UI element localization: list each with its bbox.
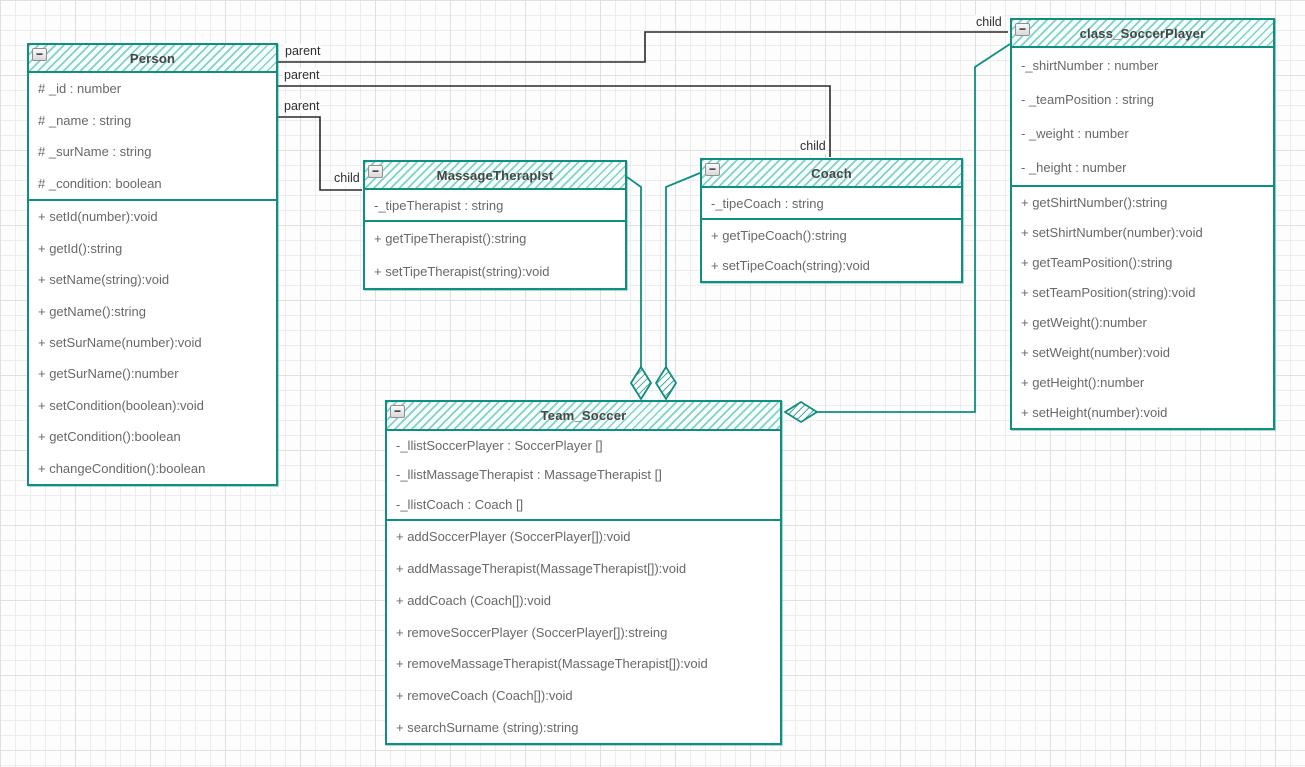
class-massagetherapist[interactable]: − MassageTherapIst -_tipeTherapist : str… <box>363 160 627 290</box>
attribute[interactable]: # _condition: boolean <box>38 175 162 191</box>
attribute[interactable]: - _weight : number <box>1021 126 1129 142</box>
aggregation-diamond-soccerplayer <box>783 400 819 424</box>
attribute[interactable]: -_tipeTherapist : string <box>374 197 504 213</box>
method[interactable]: + setWeight(number):void <box>1021 345 1170 361</box>
attribute[interactable]: # _name : string <box>38 112 132 128</box>
attributes-section: -_tipeCoach : string <box>702 188 961 218</box>
methods-section: + getShirtNumber():string + setShirtNumb… <box>1012 185 1273 428</box>
method[interactable]: + setTipeCoach(string):void <box>711 258 870 274</box>
method[interactable]: + getTipeTherapist():string <box>374 231 527 246</box>
method[interactable]: + setHeight(number):void <box>1021 405 1168 421</box>
method[interactable]: + getSurName():number <box>38 366 179 382</box>
method[interactable]: + getName():string <box>38 303 147 319</box>
method[interactable]: + setCondition(boolean):void <box>38 397 204 413</box>
attribute[interactable]: - _teamPosition : string <box>1021 91 1154 107</box>
attributes-section: -_shirtNumber : number - _teamPosition :… <box>1012 48 1273 185</box>
attribute[interactable]: -_llistCoach : Coach [] <box>396 496 524 512</box>
attribute[interactable]: -_shirtNumber : number <box>1021 57 1159 73</box>
collapse-icon[interactable]: − <box>32 48 47 61</box>
method[interactable]: + changeCondition():boolean <box>38 460 206 476</box>
method[interactable]: + searchSurname (string):string <box>396 719 579 735</box>
methods-section: + addSoccerPlayer (SoccerPlayer[]):void … <box>387 519 780 743</box>
attribute[interactable]: - _height : number <box>1021 160 1127 176</box>
attributes-section: -_llistSoccerPlayer : SoccerPlayer [] -_… <box>387 431 780 519</box>
method[interactable]: + setTipeTherapist(string):void <box>374 264 550 279</box>
aggregation-diamond-massagetherapist <box>629 365 653 401</box>
class-coach[interactable]: − Coach -_tipeCoach : string + getTipeCo… <box>700 158 963 283</box>
attributes-section: # _id : number # _name : string # _surNa… <box>29 73 276 199</box>
edge-label-child-massagetherapist: child <box>333 171 361 186</box>
class-title: Person <box>129 50 176 66</box>
class-person[interactable]: − Person # _id : number # _name : string… <box>27 43 278 486</box>
attribute[interactable]: -_llistMassageTherapist : MassageTherapi… <box>396 467 662 483</box>
attributes-section: -_tipeTherapist : string <box>365 190 625 220</box>
class-person-header[interactable]: − Person <box>29 45 276 73</box>
attribute[interactable]: # _surName : string <box>38 144 152 160</box>
class-title: MassageTherapIst <box>436 167 554 183</box>
methods-section: + getTipeCoach():string + setTipeCoach(s… <box>702 218 961 281</box>
edge-team-massagetherapist[interactable] <box>626 176 642 367</box>
attribute[interactable]: -_llistSoccerPlayer : SoccerPlayer [] <box>396 438 603 454</box>
method[interactable]: + addCoach (Coach[]):void <box>396 592 552 608</box>
method[interactable]: + getId():string <box>38 240 123 256</box>
edge-label-parent-massagetherapist: parent <box>283 99 321 114</box>
collapse-icon[interactable]: − <box>1015 23 1030 36</box>
method[interactable]: + getCondition():boolean <box>38 429 181 445</box>
edge-label-child-soccerplayer: child <box>975 15 1003 30</box>
edge-label-parent-coach: parent <box>283 68 321 83</box>
method[interactable]: + removeSoccerPlayer (SoccerPlayer[]):st… <box>396 624 668 640</box>
edge-label-parent-soccerplayer: parent <box>284 44 322 59</box>
collapse-icon[interactable]: − <box>368 165 383 178</box>
collapse-icon[interactable]: − <box>390 405 405 418</box>
method[interactable]: + setSurName(number):void <box>38 334 202 350</box>
aggregation-diamond-coach <box>654 365 678 401</box>
class-title: class_SoccerPlayer <box>1079 25 1206 41</box>
class-teamsoccer-header[interactable]: − Team_Soccer <box>387 402 780 431</box>
class-massagetherapist-header[interactable]: − MassageTherapIst <box>365 162 625 190</box>
methods-section: + getTipeTherapist():string + setTipeThe… <box>365 220 625 288</box>
method[interactable]: + setShirtNumber(number):void <box>1021 224 1203 240</box>
class-title: Team_Soccer <box>540 408 627 423</box>
method[interactable]: + getTeamPosition():string <box>1021 254 1173 270</box>
method[interactable]: + setId(number):void <box>38 209 158 225</box>
attribute[interactable]: # _id : number <box>38 81 122 97</box>
class-soccerplayer[interactable]: − class_SoccerPlayer -_shirtNumber : num… <box>1010 18 1275 430</box>
method[interactable]: + getWeight():number <box>1021 315 1147 331</box>
class-title: Coach <box>811 165 852 181</box>
method[interactable]: + setName(string):void <box>38 272 170 288</box>
collapse-icon[interactable]: − <box>705 163 720 176</box>
method[interactable]: + getShirtNumber():string <box>1021 194 1168 210</box>
class-coach-header[interactable]: − Coach <box>702 160 961 188</box>
edge-person-coach[interactable] <box>278 85 831 157</box>
method[interactable]: + getTipeCoach():string <box>711 227 847 243</box>
method[interactable]: + setTeamPosition(string):void <box>1021 284 1196 300</box>
edge-label-child-coach: child <box>799 139 827 154</box>
edge-person-soccerplayer[interactable] <box>278 31 1008 63</box>
method[interactable]: + addSoccerPlayer (SoccerPlayer[]):void <box>396 529 631 545</box>
edge-team-coach[interactable] <box>665 172 701 367</box>
method[interactable]: + removeMassageTherapist(MassageTherapis… <box>396 656 708 672</box>
class-soccerplayer-header[interactable]: − class_SoccerPlayer <box>1012 20 1273 48</box>
attribute[interactable]: -_tipeCoach : string <box>711 195 824 211</box>
class-teamsoccer[interactable]: − Team_Soccer -_llistSoccerPlayer : Socc… <box>385 400 782 745</box>
method[interactable]: + getHeight():number <box>1021 375 1145 391</box>
method[interactable]: + addMassageTherapist(MassageTherapist[]… <box>396 561 687 577</box>
method[interactable]: + removeCoach (Coach[]):void <box>396 687 573 703</box>
methods-section: + setId(number):void + getId():string + … <box>29 199 276 484</box>
